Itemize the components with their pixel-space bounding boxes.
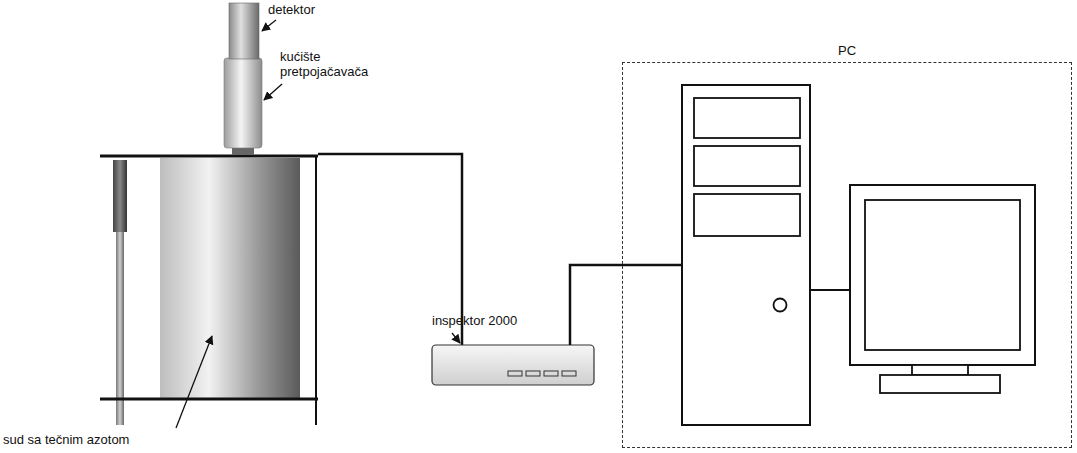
leader-line — [264, 84, 282, 100]
detector — [229, 3, 259, 59]
mca-led — [526, 371, 540, 376]
usb-cable — [570, 265, 682, 345]
video-cable — [810, 289, 850, 291]
preamp-housing — [224, 58, 262, 148]
pc-tower — [682, 85, 810, 425]
mca-led — [562, 371, 576, 376]
drive-bay — [694, 98, 800, 138]
frame-post — [315, 156, 317, 425]
monitor — [850, 185, 1035, 365]
monitor-screen — [865, 200, 1020, 350]
pc-group: PC — [622, 62, 1072, 448]
dipstick-top — [113, 160, 127, 232]
group-title: PC — [623, 44, 1071, 59]
drive-bay — [694, 194, 800, 236]
monitor-neck — [912, 365, 968, 375]
leader-line — [262, 20, 276, 31]
preamp-label: kućište pretpojačavača — [280, 50, 380, 80]
dipstick — [116, 232, 124, 425]
dewar — [160, 158, 300, 398]
leader-line — [452, 333, 460, 343]
power-button — [774, 299, 787, 312]
monitor-base — [880, 375, 1000, 393]
dewar-label: sud sa tečnim azotom — [3, 433, 129, 448]
leader-line — [176, 336, 212, 428]
drive-bay — [694, 146, 800, 186]
mca-label: inspektor 2000 — [432, 314, 517, 329]
mca-box — [432, 345, 594, 385]
mca-led — [508, 371, 522, 376]
mca-led — [544, 371, 558, 376]
detector-label: detektor — [268, 3, 315, 18]
frame-top — [100, 155, 318, 158]
frame-shelf — [100, 398, 318, 401]
